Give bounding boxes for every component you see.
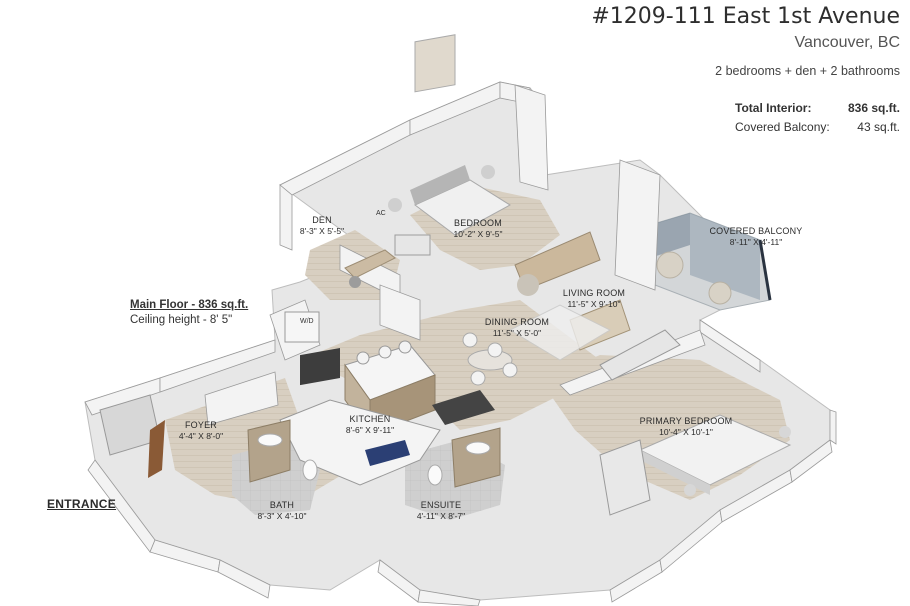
ac-label: AC: [376, 210, 386, 217]
foyer-closet: [99, 394, 165, 478]
primary-bedroom-name: PRIMARY BEDROOM: [639, 416, 733, 426]
den-furniture: [344, 234, 431, 288]
balcony-area-value: 43 sq.ft.: [857, 120, 900, 134]
entrance-label: ENTRANCE: [47, 497, 117, 511]
bedroom-name: BEDROOM: [454, 218, 502, 228]
bath-name: BATH: [269, 500, 295, 510]
room-label-dining-room: DINING ROOM 11'-5" X 5'-0": [485, 317, 549, 339]
balcony-area-row: Covered Balcony: 43 sq.ft.: [735, 118, 900, 137]
living-room-name: LIVING ROOM: [562, 288, 626, 298]
area-stats: Total Interior: 836 sq.ft. Covered Balco…: [735, 99, 900, 137]
bath-dims: 8'-3" X 4'-10": [257, 511, 307, 521]
floor-info: Main Floor - 836 sq.ft. Ceiling height -…: [130, 298, 248, 328]
room-label-bath: BATH 8'-3" X 4'-10": [258, 500, 307, 522]
ensuite-dims: 4'-11" X 8'-7": [416, 511, 466, 521]
dining-room-name: DINING ROOM: [484, 317, 550, 327]
kitchen-name: KITCHEN: [349, 414, 391, 424]
room-label-covered-balcony: COVERED BALCONY 8'-11" X 4'-11": [709, 226, 802, 248]
washer-dryer: [284, 311, 320, 343]
unit-title: #1209-111 East 1st Avenue: [591, 4, 900, 29]
balcony-dims: 8'-11" X 4'-11": [729, 237, 783, 247]
room-label-den: DEN 8'-3" X 5'-5": [300, 215, 344, 237]
kitchen-furniture: [279, 340, 495, 486]
room-label-living-room: LIVING ROOM 11'-5" X 9'-10": [563, 288, 625, 310]
room-label-ensuite: ENSUITE 4'-11" X 8'-7": [417, 500, 465, 522]
wd-label: W/D: [300, 318, 314, 325]
kitchen-dims: 8'-6" X 9'-11": [345, 425, 395, 435]
room-label-kitchen: KITCHEN 8'-6" X 9'-11": [346, 414, 394, 436]
floor-name: Main Floor - 836 sq.ft.: [130, 299, 249, 311]
primary-bedroom-furniture: [599, 414, 792, 516]
bedroom-furniture: [388, 34, 511, 236]
balcony-name: COVERED BALCONY: [709, 226, 803, 236]
den-dims: 8'-3" X 5'-5": [299, 226, 345, 236]
living-room-dims: 11'-5" X 9'-10": [567, 299, 621, 309]
walls: [84, 81, 837, 606]
unit-city: Vancouver, BC: [794, 34, 900, 51]
total-interior-label: Total Interior:: [735, 101, 812, 115]
dining-furniture: [462, 332, 518, 386]
room-label-bedroom: BEDROOM 10'-2" X 9'-5": [454, 218, 503, 240]
room-label-foyer: FOYER 4'-4" X 8'-0": [179, 420, 223, 442]
layout-summary: 2 bedrooms + den + 2 bathrooms: [715, 64, 900, 78]
room-label-primary-bedroom: PRIMARY BEDROOM 10'-4" X 10'-1": [640, 416, 733, 438]
total-interior-value: 836 sq.ft.: [847, 101, 900, 115]
balcony-area: [649, 212, 772, 311]
living-furniture: [508, 231, 681, 381]
bath-fixtures: [247, 419, 501, 488]
balcony-area-label: Covered Balcony:: [735, 120, 830, 134]
ceiling-height: Ceiling height - 8' 5": [130, 314, 233, 326]
den-name: DEN: [312, 215, 332, 225]
bedroom-dims: 10'-2" X 9'-5": [453, 229, 503, 239]
total-interior-row: Total Interior: 836 sq.ft.: [735, 99, 900, 118]
primary-bedroom-dims: 10'-4" X 10'-1": [659, 427, 713, 437]
foyer-name: FOYER: [184, 420, 217, 430]
ensuite-name: ENSUITE: [420, 500, 462, 510]
foyer-dims: 4'-4" X 8'-0": [178, 431, 224, 441]
dining-room-dims: 11'-5" X 5'-0": [492, 328, 542, 338]
